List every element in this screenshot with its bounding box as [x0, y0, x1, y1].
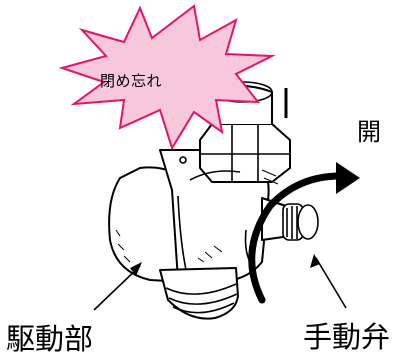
drive-unit-label: 駆動部 — [6, 322, 94, 356]
curved-arrow-icon — [248, 162, 360, 304]
manual-leader-arrowhead — [310, 254, 320, 268]
manual-valve-label: 手動弁 — [303, 320, 391, 354]
manual-leader-line — [315, 257, 347, 309]
drive-leader-arrowhead — [130, 262, 142, 276]
callout-burst-shape — [58, 4, 276, 151]
drive-leader-line — [93, 265, 141, 311]
hex-nut-shape — [199, 123, 291, 183]
callout-text: 閉め忘れ — [100, 72, 163, 90]
open-label: 開 — [357, 118, 381, 146]
